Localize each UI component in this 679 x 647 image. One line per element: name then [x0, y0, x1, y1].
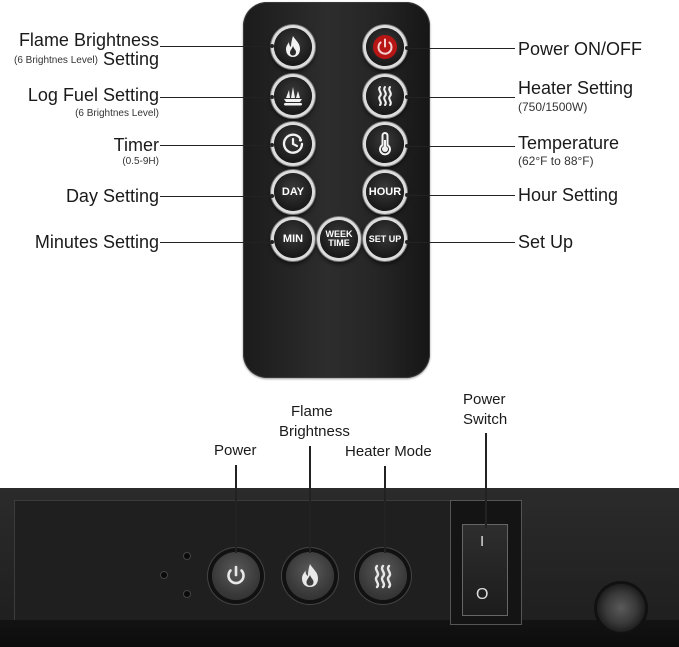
switch-off-mark: O — [476, 586, 489, 603]
remote-day-button[interactable]: DAY — [274, 173, 312, 211]
panel-power-pointer — [235, 465, 237, 553]
panel-heater-mode-button[interactable] — [359, 552, 407, 600]
heater-leader-dot — [405, 95, 409, 99]
switch-on-mark: I — [480, 533, 485, 550]
thermometer-icon — [379, 132, 391, 156]
timer-leader-dot — [270, 143, 274, 147]
day-leader-dot — [270, 194, 274, 198]
week-time-button-label: WEEK TIME — [326, 230, 353, 248]
remote-setup-button[interactable]: SET UP — [366, 220, 404, 258]
remote-temperature-button[interactable] — [366, 125, 404, 163]
setup-leader-line — [407, 242, 515, 243]
logs-icon — [284, 87, 302, 106]
time-label: TIME — [328, 238, 350, 248]
day-button-label: DAY — [281, 185, 305, 198]
remote-power-button[interactable] — [366, 28, 404, 66]
set-up-label: Set Up — [518, 232, 574, 252]
panel-switch-label-1: Power — [463, 391, 506, 408]
timer-leader-line — [160, 145, 273, 146]
power-leader-line — [407, 48, 515, 49]
adjustment-knob — [597, 584, 645, 632]
panel-switch-pointer — [485, 433, 487, 528]
panel-flame-label-2: Brightness — [279, 423, 350, 440]
panel-switch-label-2: Switch — [463, 411, 508, 428]
power-icon — [373, 35, 397, 59]
temperature-leader-dot — [405, 144, 409, 148]
panel-heater-mode-label: Heater Mode — [345, 443, 432, 460]
remote-flame-button[interactable] — [274, 28, 312, 66]
remote-timer-button[interactable] — [274, 125, 312, 163]
heat-waves-icon — [374, 564, 392, 589]
timer-label: Timer — [113, 135, 159, 155]
remote-min-button[interactable]: MIN — [274, 220, 312, 258]
log-fuel-sublabel: (6 Brightnes Level) — [75, 108, 159, 119]
flame-icon — [286, 36, 300, 57]
flame-setting-label: Setting — [103, 49, 160, 69]
flame-brightness-label: Flame Brightness — [18, 30, 159, 50]
heater-setting-label: Heater Setting — [518, 78, 634, 98]
remote-hour-button[interactable]: HOUR — [366, 173, 404, 211]
indicator-hole-3 — [184, 591, 190, 597]
panel-flame-button[interactable] — [286, 552, 334, 600]
day-leader-line — [160, 196, 273, 197]
hour-setting-label: Hour Setting — [518, 185, 619, 205]
indicator-hole-2 — [161, 572, 167, 578]
temperature-label: Temperature — [518, 133, 620, 153]
flame-leader-line — [160, 46, 273, 47]
flame-icon — [302, 564, 318, 587]
power-on-off-label: Power ON/OFF — [518, 39, 643, 59]
panel-base-trim — [0, 620, 679, 647]
temperature-sublabel: (62°F to 88°F) — [518, 154, 594, 168]
hour-button-label: HOUR — [368, 185, 402, 198]
timer-sublabel: (0.5-9H) — [122, 156, 159, 167]
minutes-leader-line — [160, 242, 273, 243]
remote-week-time-button[interactable]: WEEK TIME — [320, 220, 358, 258]
setup-leader-dot — [405, 240, 409, 244]
panel-flame-label-1: Flame — [291, 403, 333, 420]
indicator-hole-1 — [184, 553, 190, 559]
panel-power-button[interactable] — [212, 552, 260, 600]
heater-leader-line — [407, 97, 515, 98]
min-button-label: MIN — [282, 232, 304, 245]
panel-power-label: Power — [214, 442, 257, 459]
timer-icon — [282, 133, 304, 154]
log-leader-dot — [270, 95, 274, 99]
heater-setting-sublabel: (750/1500W) — [518, 100, 588, 114]
minutes-leader-dot — [270, 240, 274, 244]
panel-flame-pointer — [309, 446, 311, 553]
day-setting-label: Day Setting — [65, 186, 159, 206]
remote-log-fuel-button[interactable] — [274, 77, 312, 115]
hour-leader-dot — [405, 193, 409, 197]
log-fuel-label: Log Fuel Setting — [27, 85, 159, 105]
hour-leader-line — [407, 195, 515, 196]
heat-waves-icon — [378, 86, 392, 106]
power-leader-dot — [405, 46, 409, 50]
temperature-leader-line — [407, 146, 515, 147]
log-leader-line — [160, 97, 273, 98]
panel-heater-pointer — [384, 466, 386, 553]
power-switch-rocker[interactable] — [462, 524, 508, 616]
flame-leader-dot — [270, 44, 274, 48]
remote-heater-button[interactable] — [366, 77, 404, 115]
week-label: WEEK — [325, 229, 353, 239]
setup-button-label: SET UP — [368, 233, 402, 244]
power-icon — [227, 565, 245, 585]
flame-brightness-sublabel: (6 Brightnes Level) — [14, 55, 98, 66]
minutes-setting-label: Minutes Setting — [34, 232, 159, 252]
